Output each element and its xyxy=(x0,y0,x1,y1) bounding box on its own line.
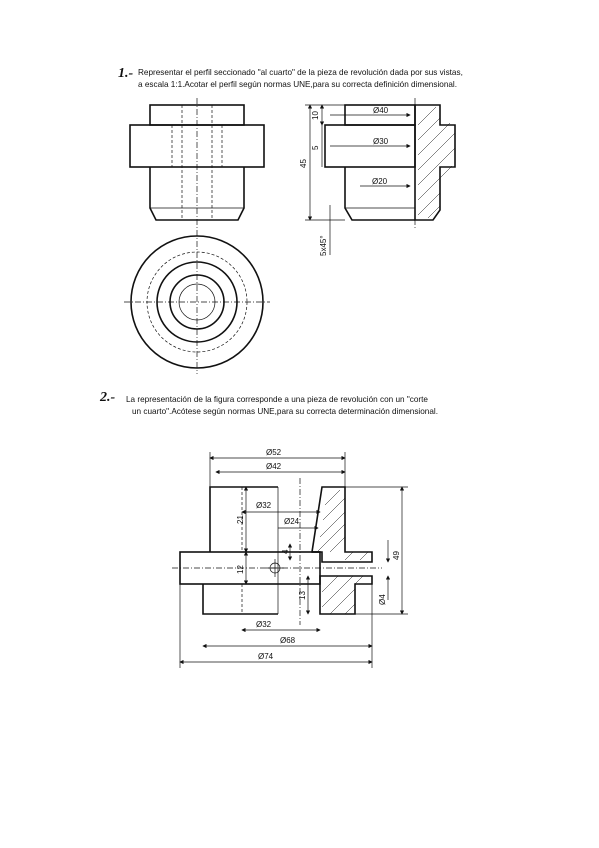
dim-h5: 5 xyxy=(311,145,320,150)
dim-d20: Ø20 xyxy=(372,177,388,186)
dim-d68: Ø68 xyxy=(280,636,296,645)
dim-h45: 45 xyxy=(299,159,308,168)
exercise-1-front-view xyxy=(129,98,265,228)
dim-d42: Ø42 xyxy=(266,462,282,471)
dim-h13: 13 xyxy=(298,591,307,600)
dim-h21: 21 xyxy=(236,515,245,524)
dim-d24: Ø24 xyxy=(284,517,300,526)
exercise-1-statement-line-2: a escala 1:1.Acotar el perfil según norm… xyxy=(138,80,458,89)
dim-d74: Ø74 xyxy=(258,652,274,661)
dim-h12: 12 xyxy=(236,565,245,574)
exercise-2-number: 2.- xyxy=(100,390,116,405)
exercise-1-top-view xyxy=(124,230,270,374)
dim-d32-bottom: Ø32 xyxy=(256,620,272,629)
dim-d40: Ø40 xyxy=(373,106,389,115)
dim-d4: Ø4 xyxy=(378,594,387,605)
exercise-1-number: 1.- xyxy=(118,66,134,81)
exercise-2-statement-line-1: La representación de la figura correspon… xyxy=(126,395,428,404)
exercise-2-section-view xyxy=(172,478,382,625)
dim-d30: Ø30 xyxy=(373,137,389,146)
exercise-1-section-view xyxy=(324,98,456,228)
exercise-1-dimensions xyxy=(305,104,411,255)
exercise-1-statement-line-1: Representar el perfil seccionado "al cua… xyxy=(138,68,463,77)
dim-d52: Ø52 xyxy=(266,448,282,457)
dim-chamfer: 5x45° xyxy=(319,235,328,256)
dim-h49: 49 xyxy=(392,551,401,560)
dim-h4: 4 xyxy=(281,549,290,554)
dim-h10: 10 xyxy=(311,111,320,120)
dim-d32-top: Ø32 xyxy=(256,501,272,510)
exercise-2-dimensions xyxy=(179,452,408,668)
exercise-2-statement-line-2: un cuarto".Acótese según normas UNE,para… xyxy=(132,407,438,416)
